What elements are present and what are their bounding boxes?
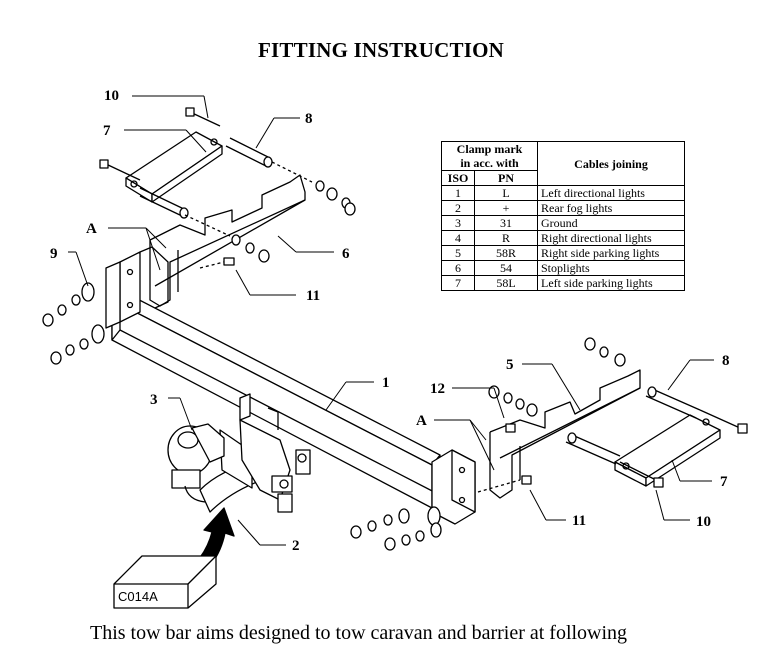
cell-pn: R (474, 230, 538, 246)
cell-pn: 58R (474, 245, 538, 261)
header-cables-joining: Cables joining (537, 141, 685, 186)
cell-desc: Ground (537, 215, 685, 231)
reference-code: C014A (118, 589, 158, 604)
cell-pn: 31 (474, 215, 538, 231)
cell-desc: Right side parking lights (537, 245, 685, 261)
cell-desc: Left directional lights (537, 185, 685, 201)
callout-10-right: 10 (696, 514, 711, 530)
left-clamp-plate (125, 131, 223, 203)
left-fasteners (42, 180, 356, 365)
table-row: 1 L Left directional lights (441, 185, 685, 201)
right-spacers-bolts (565, 386, 748, 488)
cell-desc: Rear fog lights (537, 200, 685, 216)
left-side-bracket (139, 174, 306, 309)
wiring-table: Clamp mark in acc. with Cables joining I… (441, 141, 685, 291)
page-title: FITTING INSTRUCTION (258, 38, 504, 62)
table-row: 2 + Rear fog lights (441, 200, 685, 216)
callout-10-left: 10 (104, 88, 119, 104)
cell-desc: Left side parking lights (537, 275, 685, 291)
cell-pn: L (474, 185, 538, 201)
footer-text: This tow bar aims designed to tow carava… (90, 622, 628, 644)
right-end-plate (431, 449, 476, 525)
callout-7-left: 7 (103, 123, 111, 139)
callout-12: 12 (430, 381, 445, 397)
callout-9: 9 (50, 246, 58, 262)
header-clamp-line2: in acc. with (460, 156, 519, 170)
header-clamp-line1: Clamp mark (456, 142, 523, 156)
right-clamp-plate (614, 414, 721, 487)
socket-bracket (239, 393, 311, 513)
cell-desc: Stoplights (537, 260, 685, 276)
cell-iso: 7 (441, 275, 475, 291)
left-spacers-bolts (99, 107, 313, 237)
callout-8-left: 8 (305, 111, 313, 127)
cell-iso: 2 (441, 200, 475, 216)
cell-pn: 54 (474, 260, 538, 276)
cell-iso: 5 (441, 245, 475, 261)
right-side-bracket (489, 369, 641, 499)
callout-8-right: 8 (722, 353, 730, 369)
table-row: 4 R Right directional lights (441, 230, 685, 246)
header-pn: PN (474, 170, 538, 186)
tow-ball-assembly (167, 423, 263, 513)
callout-3: 3 (150, 392, 158, 408)
callout-a-right: A (416, 413, 427, 429)
left-end-plate (105, 251, 141, 329)
callout-1: 1 (382, 375, 390, 391)
cell-desc: Right directional lights (537, 230, 685, 246)
reference-box (113, 555, 217, 609)
right-fasteners (350, 337, 626, 551)
cell-iso: 3 (441, 215, 475, 231)
callout-7-right: 7 (720, 474, 728, 490)
header-iso: ISO (441, 170, 475, 186)
callout-a-left: A (86, 221, 97, 237)
cell-iso: 1 (441, 185, 475, 201)
callout-6: 6 (342, 246, 350, 262)
callout-11-left: 11 (306, 288, 320, 304)
table-row: 7 58L Left side parking lights (441, 275, 685, 291)
leader-lines (68, 95, 714, 546)
callout-11-right: 11 (572, 513, 586, 529)
table-row: 3 31 Ground (441, 215, 685, 231)
cell-iso: 6 (441, 260, 475, 276)
table-row: 5 58R Right side parking lights (441, 245, 685, 261)
header-clamp-mark: Clamp mark in acc. with (441, 141, 538, 171)
callout-2: 2 (292, 538, 300, 554)
cell-pn: 58L (474, 275, 538, 291)
callout-5: 5 (506, 357, 514, 373)
table-row: 6 54 Stoplights (441, 260, 685, 276)
cell-iso: 4 (441, 230, 475, 246)
cell-pn: + (474, 200, 538, 216)
